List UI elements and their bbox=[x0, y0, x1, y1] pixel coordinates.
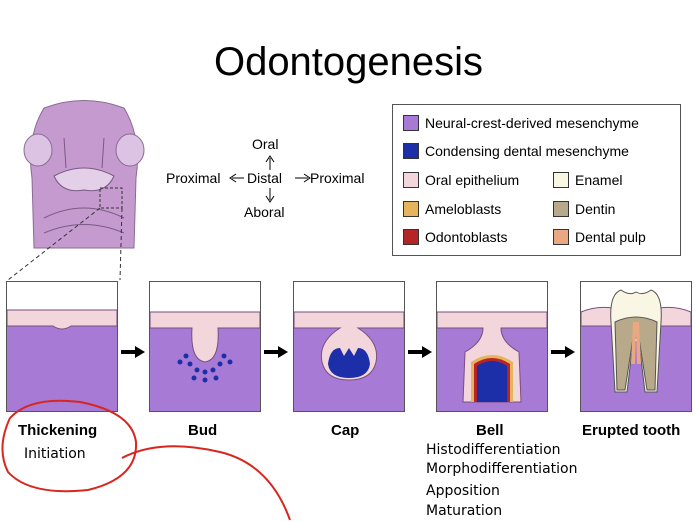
stage-panel-thickening bbox=[6, 281, 118, 412]
compass-aboral: Aboral bbox=[244, 204, 285, 220]
legend-item: Enamel bbox=[553, 172, 622, 188]
bell-note: Morphodifferentiation bbox=[426, 461, 578, 477]
page-title: Odontogenesis bbox=[213, 40, 484, 84]
legend-swatch bbox=[403, 229, 419, 245]
legend-swatch bbox=[403, 172, 419, 188]
stage-panel-erupted-tooth bbox=[580, 281, 692, 412]
bell-note: Apposition bbox=[426, 483, 500, 499]
stage-panel-cap bbox=[293, 281, 405, 412]
arrow-right-icon bbox=[551, 346, 575, 358]
zoom-guide-lines bbox=[7, 207, 123, 281]
legend-swatch bbox=[403, 201, 419, 217]
legend-item: Condensing dental mesenchyme bbox=[403, 143, 629, 159]
compass-oral: Oral bbox=[252, 136, 279, 152]
legend-label: Neural-crest-derived mesenchyme bbox=[425, 115, 639, 131]
legend: Neural-crest-derived mesenchyme Condensi… bbox=[392, 104, 681, 256]
arrow-right-icon bbox=[408, 346, 432, 358]
legend-label: Enamel bbox=[575, 172, 623, 188]
stage-label-bud: Bud bbox=[188, 422, 218, 439]
stage-label-erupted-tooth: Erupted tooth bbox=[582, 422, 681, 439]
legend-swatch bbox=[403, 115, 419, 131]
legend-item: Odontoblasts bbox=[403, 229, 508, 245]
initiation-note: Initiation bbox=[24, 446, 86, 462]
legend-label: Condensing dental mesenchyme bbox=[425, 143, 629, 159]
legend-label: Dentin bbox=[575, 201, 616, 217]
legend-label: Ameloblasts bbox=[425, 201, 502, 217]
compass-arrows bbox=[229, 155, 311, 203]
compass-distal: Distal bbox=[247, 170, 283, 186]
legend-label: Oral epithelium bbox=[425, 172, 520, 188]
stage-label-thickening: Thickening bbox=[18, 422, 98, 439]
legend-swatch bbox=[553, 229, 569, 245]
bell-note: Histodifferentiation bbox=[426, 442, 561, 458]
legend-swatch bbox=[553, 201, 569, 217]
legend-label: Odontoblasts bbox=[425, 229, 508, 245]
compass-proximal-right: Proximal bbox=[310, 170, 365, 186]
red-ink-circle bbox=[1, 399, 291, 521]
bell-note: Maturation bbox=[426, 503, 503, 519]
arrow-right-icon bbox=[121, 346, 145, 358]
legend-item: Dental pulp bbox=[553, 229, 646, 245]
legend-swatch bbox=[553, 172, 569, 188]
stage-panel-bud bbox=[149, 281, 261, 412]
legend-item: Neural-crest-derived mesenchyme bbox=[403, 115, 639, 131]
compass-proximal-left: Proximal bbox=[166, 170, 221, 186]
legend-item: Ameloblasts bbox=[403, 201, 501, 217]
legend-label: Dental pulp bbox=[575, 229, 646, 245]
legend-swatch bbox=[403, 143, 419, 159]
embryo-head-illustration bbox=[23, 100, 145, 249]
legend-item: Dentin bbox=[553, 201, 615, 217]
legend-item: Oral epithelium bbox=[403, 172, 519, 188]
stage-label-cap: Cap bbox=[331, 422, 360, 439]
arrow-right-icon bbox=[264, 346, 288, 358]
stage-label-bell: Bell bbox=[476, 422, 504, 439]
stage-panel-bell bbox=[436, 281, 548, 412]
